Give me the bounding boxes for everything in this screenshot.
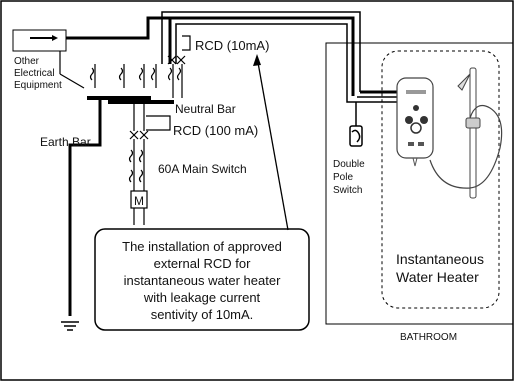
callout-line-1: The installation of approved xyxy=(122,239,282,254)
earth-bar xyxy=(87,96,151,100)
other-equipment-label-1: Other xyxy=(14,56,40,67)
main-switch-label: 60A Main Switch xyxy=(158,162,247,176)
water-heater-unit xyxy=(396,77,434,167)
earth-symbol xyxy=(61,321,79,331)
shower-set xyxy=(429,67,503,199)
heater-label-2: Water Heater xyxy=(396,269,479,285)
equipment-pigtail xyxy=(59,51,85,89)
callout-line-4: with leakage current xyxy=(143,290,261,305)
rcd-10ma-label: RCD (10mA) xyxy=(195,38,269,53)
callout-arrow xyxy=(253,54,289,231)
supply-wires xyxy=(161,11,361,103)
meter-box xyxy=(130,183,148,225)
heater-supply-wires xyxy=(355,90,398,103)
rcd-10ma-symbol xyxy=(167,35,191,65)
heater-label-1: Instantaneous xyxy=(396,251,484,267)
other-equipment-label-3: Equipment xyxy=(14,80,62,91)
callout-line-5: sentivity of 10mA. xyxy=(151,307,254,322)
earth-bar-label: Earth Bar xyxy=(40,135,91,149)
double-pole-label-1: Double xyxy=(333,159,365,170)
heater-zone xyxy=(381,50,500,309)
meter-label: M xyxy=(134,194,144,208)
callout-box xyxy=(94,228,310,331)
breaker-row xyxy=(89,64,183,98)
double-pole-label-2: Pole xyxy=(333,172,353,183)
feeder-wire xyxy=(66,16,170,40)
bathroom-wall xyxy=(325,42,513,325)
bathroom-label: BATHROOM xyxy=(400,332,457,343)
double-pole-label-3: Switch xyxy=(333,185,362,196)
other-equipment-box xyxy=(12,29,67,52)
rcd-100ma-label: RCD (100 mA) xyxy=(173,123,258,138)
callout-line-2: external RCD for xyxy=(154,256,251,271)
earth-wire xyxy=(68,100,102,316)
double-pole-switch xyxy=(349,102,363,147)
other-equipment-label-2: Electrical xyxy=(14,68,55,79)
neutral-bar xyxy=(108,100,174,104)
callout-line-3: instantaneous water heater xyxy=(124,273,281,288)
neutral-bar-label: Neutral Bar xyxy=(175,102,236,116)
rcd-100ma-symbol xyxy=(128,104,171,183)
